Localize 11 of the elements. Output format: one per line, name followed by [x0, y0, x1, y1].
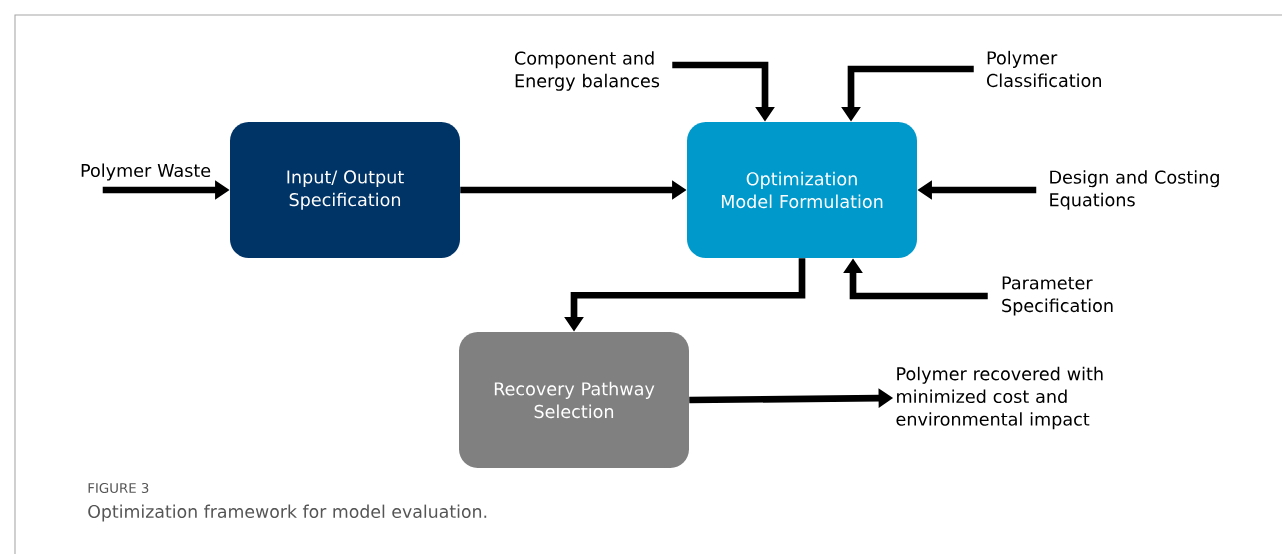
flow-text: Polymer recovered with minimized cost and environmental impact	[896, 366, 1103, 430]
flow-text: Component and Energy balances	[515, 51, 660, 91]
flow-text: Parameter Specification	[1002, 276, 1113, 316]
process-box: Input/ Output Specification	[230, 122, 460, 258]
caption: Optimization framework for model evaluation.	[88, 504, 487, 522]
flow-text: Design and Costing Equations	[1050, 170, 1219, 210]
process-box: Recovery Pathway Selection	[459, 332, 689, 468]
flow-text: Polymer Classification	[987, 50, 1101, 88]
flow-text: Polymer Waste	[81, 163, 211, 181]
process-box: Optimization Model Formulation	[687, 122, 917, 258]
figure-label: FIGURE 3	[88, 482, 149, 494]
